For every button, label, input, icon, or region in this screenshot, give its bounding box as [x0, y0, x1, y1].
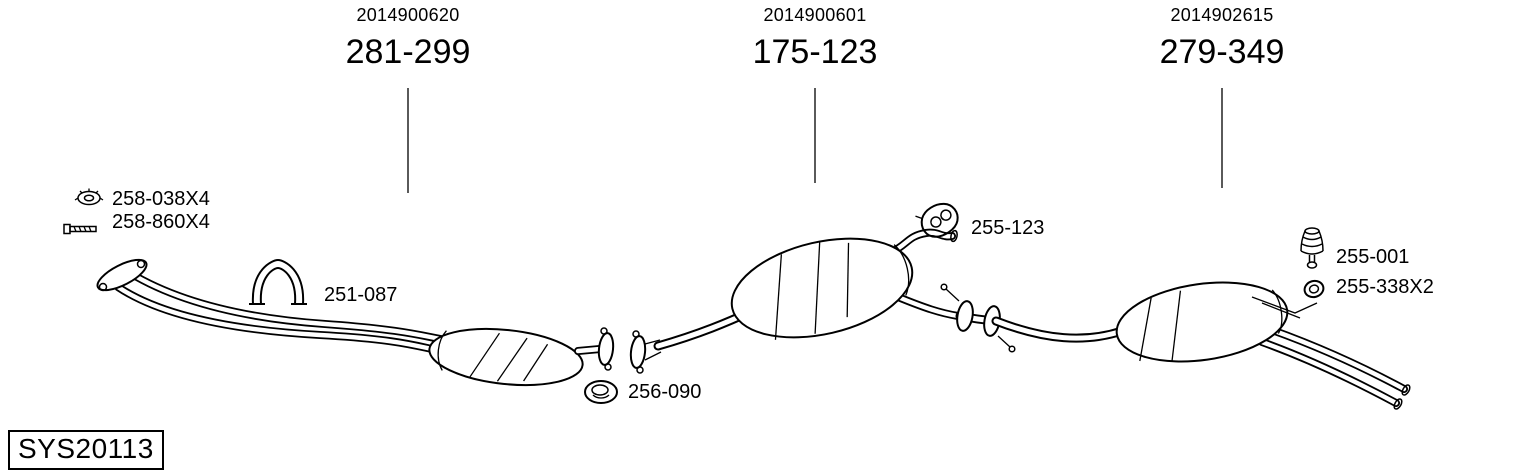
- rubber-buffer-icon: [1300, 227, 1324, 269]
- callout-seal-ring: 255-338X2: [1336, 276, 1434, 298]
- intermediate-flanges-drawing: [574, 306, 757, 374]
- nut-icon: [74, 188, 104, 206]
- assembly-label-rear: 2014902615 279-349: [1159, 5, 1285, 71]
- rubber-hanger-icon: [915, 202, 959, 238]
- assembly-ref: 2014900601: [763, 5, 867, 25]
- assembly-part-number: 175-123: [752, 32, 878, 71]
- assembly-ref: 2014902615: [1170, 5, 1274, 25]
- callout-rubber-buffer: 255-001: [1336, 246, 1410, 268]
- assembly-ref: 2014900620: [356, 5, 460, 25]
- front-pipe-drawing: [96, 258, 456, 356]
- callout-rubber-hanger: 255-123: [971, 217, 1045, 239]
- middle-muffler-drawing: [428, 327, 584, 387]
- assembly-part-number: 281-299: [345, 32, 471, 71]
- assembly-label-front: 2014900620 281-299: [345, 5, 471, 71]
- assembly-part-number: 279-349: [1159, 32, 1285, 71]
- rear-section-drawing: [940, 281, 1411, 410]
- callout-stud-bolt: 258-860X4: [112, 211, 210, 233]
- callout-flange-nut: 258-038X4: [112, 188, 210, 210]
- leader-lines: [407, 88, 1223, 193]
- u-clamp-icon: [249, 258, 307, 305]
- assembly-label-center: 2014900601 175-123: [752, 5, 878, 71]
- callout-gasket-ring: 256-090: [628, 381, 702, 403]
- seal-ring-icon: [1303, 279, 1325, 299]
- center-muffler-drawing: [730, 228, 962, 340]
- callout-pipe-clamp: 251-087: [324, 284, 398, 306]
- bolt-icon: [63, 223, 97, 235]
- system-id-badge: SYS20113: [8, 430, 164, 470]
- gasket-ring-icon: [584, 380, 618, 404]
